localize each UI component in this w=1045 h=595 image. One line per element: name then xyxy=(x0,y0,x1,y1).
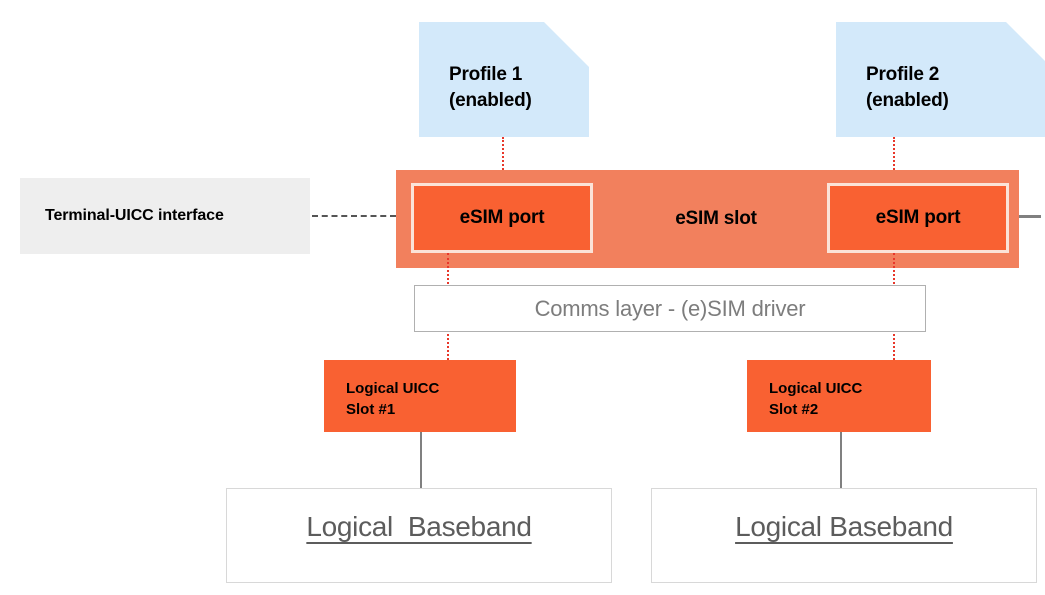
esim-slot-label: eSIM slot xyxy=(675,208,757,229)
profile-1-state: (enabled) xyxy=(449,90,532,111)
connector-uicc2-to-baseband2 xyxy=(840,432,842,488)
logical-uicc-slot-2-line2: Slot #2 xyxy=(769,401,819,418)
profile-2-state: (enabled) xyxy=(866,90,949,111)
connector-slot-right-stub xyxy=(1019,215,1041,218)
logical-baseband-1-label: Logical Baseband xyxy=(306,511,532,542)
esim-port-1-label: eSIM port xyxy=(459,207,545,228)
esim-port-1: eSIM port xyxy=(411,183,593,253)
logical-uicc-slot-2: Logical UICC Slot #2 xyxy=(747,360,931,432)
esim-port-2-label: eSIM port xyxy=(875,207,961,228)
profile-2-note: Profile 2 (enabled) xyxy=(836,22,1045,137)
profile-1-name: Profile 1 xyxy=(449,64,523,85)
profile-1-note: Profile 1 (enabled) xyxy=(419,22,589,137)
comms-layer-label: Comms layer - (e)SIM driver xyxy=(534,295,806,321)
connector-terminal-to-slot xyxy=(312,215,396,217)
logical-uicc-slot-1: Logical UICC Slot #1 xyxy=(324,360,516,432)
esim-port-2: eSIM port xyxy=(827,183,1009,253)
logical-uicc-slot-1-line1: Logical UICC xyxy=(346,380,440,397)
profile-2-name: Profile 2 xyxy=(866,64,940,85)
logical-uicc-slot-2-line1: Logical UICC xyxy=(769,380,863,397)
logical-baseband-2-label: Logical Baseband xyxy=(735,511,953,542)
logical-baseband-1: Logical Baseband xyxy=(226,488,612,583)
terminal-uicc-interface-label: Terminal-UICC interface xyxy=(45,207,224,224)
terminal-uicc-interface-box: Terminal-UICC interface xyxy=(20,178,310,254)
connector-profile2-to-port2 xyxy=(893,137,895,177)
connector-uicc1-to-baseband1 xyxy=(420,432,422,488)
connector-profile1-to-port1 xyxy=(502,137,504,177)
logical-uicc-slot-1-line2: Slot #1 xyxy=(346,401,396,418)
comms-layer-box: Comms layer - (e)SIM driver xyxy=(414,285,926,332)
logical-baseband-2: Logical Baseband xyxy=(651,488,1037,583)
